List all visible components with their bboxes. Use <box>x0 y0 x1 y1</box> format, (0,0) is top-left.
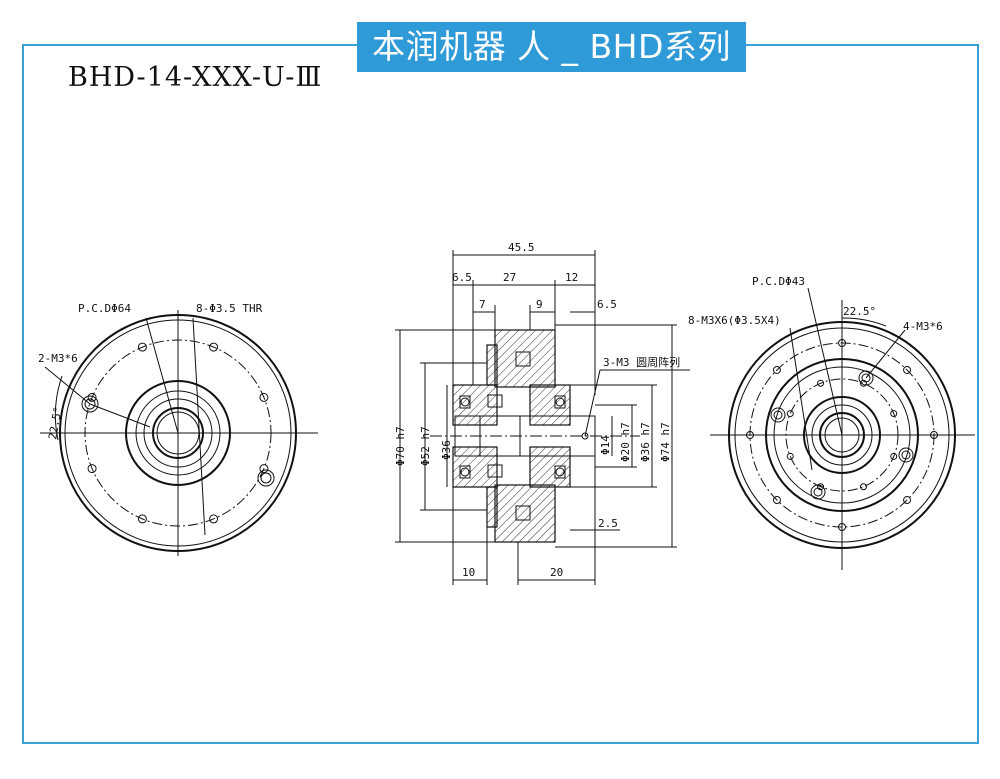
dim-middle: 27 <box>503 271 516 284</box>
section-view: 45.5 6.5 27 12 7 9 6.5 Φ70 h7 Φ52 h7 Φ36… <box>394 241 690 585</box>
left-view: P.C.DΦ64 8-Φ3.5 THR 2-M3*6 22.5° <box>38 302 318 556</box>
left-bolt-holes <box>87 342 269 524</box>
bolt-hole <box>817 483 825 491</box>
bolt-hole <box>137 342 147 352</box>
bolt-hole <box>817 379 825 387</box>
bolt-hole <box>859 379 867 387</box>
bolt-hole <box>903 365 912 374</box>
bolt-hole <box>903 496 912 505</box>
right-tapped-hole-1 <box>858 370 874 386</box>
housing-top <box>494 329 556 388</box>
dim-sub-right: 6.5 <box>597 298 617 311</box>
dia-right-2: Φ20 h7 <box>619 422 632 462</box>
bolt-hole <box>259 392 269 402</box>
bolt-hole <box>137 514 147 524</box>
model-code: BHD-14-XXX-U-Ⅲ <box>68 62 323 93</box>
left-holes-label: 8-Φ3.5 THR <box>196 302 263 315</box>
right-angle-label: 22.5° <box>843 305 876 318</box>
left-tapped-hole-2 <box>257 469 275 487</box>
m3-callout: 3-M3 圆周阵列 <box>603 355 680 369</box>
dim-bottom-left: 10 <box>462 566 475 579</box>
bolt-hole <box>772 496 781 505</box>
left-tapped-hole-1 <box>81 395 99 413</box>
bolt-hole <box>259 464 269 474</box>
bolt-hole <box>786 410 794 418</box>
bolt-hole <box>786 452 794 460</box>
left-flange-bottom <box>452 446 498 488</box>
dim-overall: 45.5 <box>508 241 535 254</box>
housing-bottom <box>494 484 556 543</box>
right-flange-top <box>529 384 571 426</box>
series-banner: 本润机器 人 _ BHD系列 <box>357 22 746 72</box>
bolt-hole <box>772 365 781 374</box>
dim-small: 2.5 <box>598 517 618 530</box>
bolt-hole <box>209 342 219 352</box>
right-holes-label: 8-M3X6(Φ3.5X4) <box>688 314 781 327</box>
bolt-hole <box>87 464 97 474</box>
dia-left-2: Φ52 h7 <box>419 426 432 466</box>
dim-left: 6.5 <box>452 271 472 284</box>
dim-bottom-right: 20 <box>550 566 563 579</box>
dia-right-4: Φ74 h7 <box>659 422 672 462</box>
dia-right-1: Φ14 <box>599 435 612 455</box>
bolt-hole <box>859 483 867 491</box>
right-inner-holes <box>786 379 898 491</box>
dim-sub-mid: 9 <box>536 298 543 311</box>
right-flange-bottom <box>529 446 571 488</box>
left-tapped-label: 2-M3*6 <box>38 352 78 365</box>
bolt-hole <box>209 514 219 524</box>
bolt-hole <box>87 392 97 402</box>
dia-right-3: Φ36 h7 <box>639 422 652 462</box>
right-view: P.C.DΦ43 8-M3X6(Φ3.5X4) 22.5° 4-M3*6 <box>688 275 975 570</box>
dia-left-1: Φ70 h7 <box>394 426 407 466</box>
dim-right: 12 <box>565 271 578 284</box>
right-tapped-label: 4-M3*6 <box>903 320 943 333</box>
bolt-hole <box>890 410 898 418</box>
left-angle-label: 22.5° <box>46 406 65 441</box>
left-pcd-label: P.C.DΦ64 <box>78 302 131 315</box>
right-pcd-label: P.C.DΦ43 <box>752 275 805 288</box>
bolt-hole <box>890 452 898 460</box>
dim-sub-left: 7 <box>479 298 486 311</box>
dia-left-3: Φ36 <box>440 440 453 460</box>
